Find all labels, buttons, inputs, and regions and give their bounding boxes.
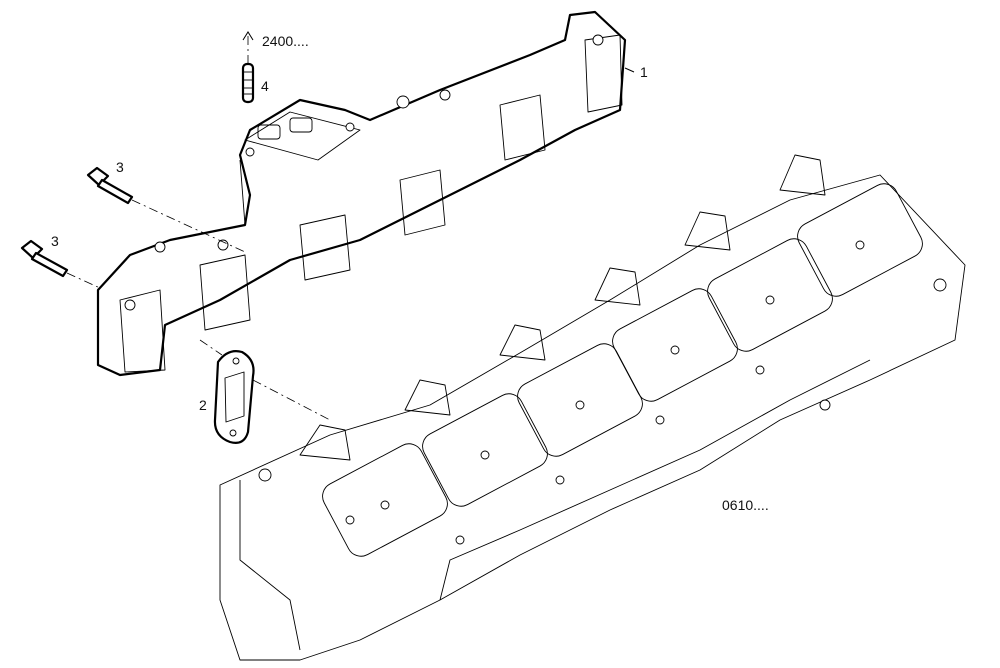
bolt-upper bbox=[86, 166, 134, 205]
leader-lines bbox=[66, 31, 635, 421]
callout-part-2: 2 bbox=[199, 397, 207, 413]
callout-part-1: 1 bbox=[640, 64, 648, 80]
cylinder-head bbox=[219, 154, 966, 661]
bolt-lower bbox=[20, 239, 69, 278]
callout-ref-top: 2400.... bbox=[262, 33, 309, 49]
callout-part-3-lower: 3 bbox=[51, 233, 59, 249]
callout-ref-bottom: 0610.... bbox=[722, 497, 769, 513]
callouts: 2400.... 1 4 3 3 2 0610.... bbox=[51, 33, 769, 513]
callout-part-3-upper: 3 bbox=[116, 159, 124, 175]
stud bbox=[241, 62, 255, 104]
callout-part-4: 4 bbox=[261, 78, 269, 94]
exhaust-manifold bbox=[96, 10, 627, 377]
manifold-gasket bbox=[213, 350, 255, 444]
